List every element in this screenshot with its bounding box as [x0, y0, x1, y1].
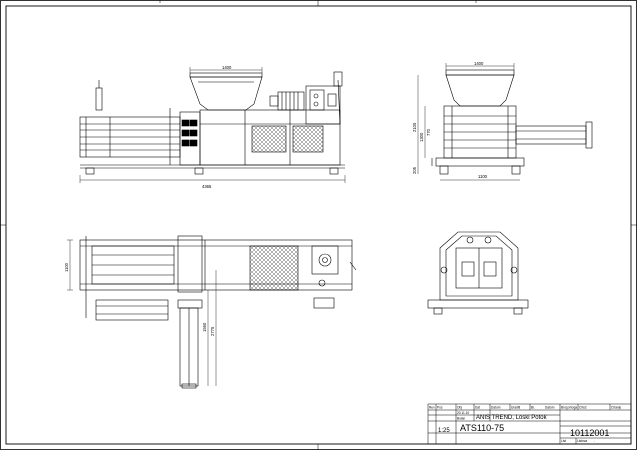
dim-front-hopper-width: 1400	[474, 61, 484, 66]
tb-date: 20.11.10	[457, 411, 469, 415]
tb-scale: 1:25	[438, 428, 450, 434]
tb-author: Bolan	[457, 417, 465, 421]
dim-front-height-mid: 1300	[419, 132, 424, 142]
front-view	[417, 63, 593, 181]
side-view	[79, 67, 346, 183]
dim-front-height-base: 205	[412, 166, 417, 174]
dimension-labels: 1400 4365 1400 1100 2105 1300 770 205 11…	[64, 61, 488, 336]
tb-header-broj-priloga: Broj priloga	[561, 406, 577, 410]
dim-side-hopper-width: 1400	[222, 65, 232, 70]
tb-header-uraditi: Uraditi	[511, 406, 521, 410]
dim-side-total-length: 4365	[202, 184, 212, 189]
tb-sheet-label: List	[561, 439, 566, 443]
tb-sheet-value: Listova	[577, 439, 587, 443]
tb-header-crtez: Crtež	[579, 406, 587, 410]
dim-front-height-upper: 770	[426, 128, 431, 136]
tb-header-obj: Obj	[457, 406, 462, 410]
title-block-text: Rev Pos Obj Dat Datum Uraditi Br. Datum …	[429, 406, 622, 444]
dim-top-width: 1100	[64, 262, 69, 272]
tb-header-dat: Dat	[475, 406, 480, 410]
tb-header-crtanje: Crtanje	[611, 406, 622, 410]
tb-model: ATS110-75	[460, 423, 504, 433]
tb-header-datum: Datum	[491, 406, 501, 410]
drawing-border	[5, 5, 632, 445]
tb-header-rev: Rev	[429, 406, 435, 410]
tb-client: ANIS TREND, Loski Potok	[476, 415, 548, 421]
tb-drawing-number: 10112001	[570, 428, 609, 438]
tb-header-pos: Pos	[437, 406, 443, 410]
dim-front-height-total: 2105	[412, 122, 417, 132]
top-view	[67, 235, 357, 389]
dim-front-base-width: 1100	[478, 174, 488, 179]
dim-top-offset-1: 1560	[202, 322, 207, 332]
end-view	[427, 231, 529, 315]
tb-header-datum-2: Datum	[545, 406, 555, 410]
tb-header-br: Br.	[531, 406, 535, 410]
dim-top-offset-2: 2775	[210, 326, 215, 336]
title-block	[427, 403, 632, 445]
tb-dash: -	[594, 439, 595, 443]
